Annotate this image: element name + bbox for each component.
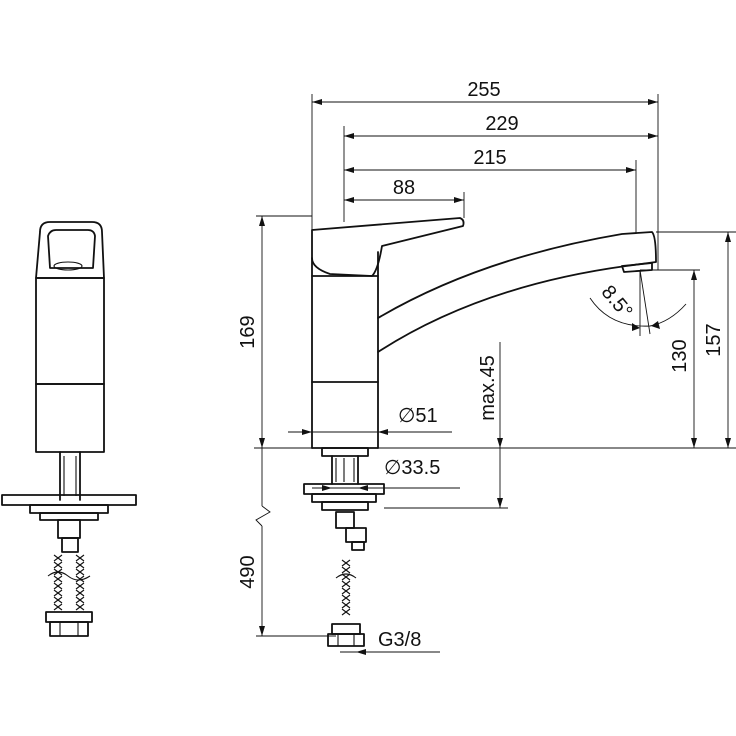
dimension-lines	[254, 94, 736, 655]
dim-88-label: 88	[393, 177, 415, 199]
dim-g3-8-label: G3/8	[378, 629, 421, 651]
dim-max-45-label: max.45	[477, 355, 499, 421]
dim-angle-label: 8.5°	[597, 281, 637, 323]
dim-215-label: 215	[473, 147, 506, 169]
dim-130-label: 130	[669, 339, 691, 372]
dim-255-label: 255	[467, 79, 500, 101]
dim-169-label: 169	[237, 315, 259, 348]
dim-490-label: 490	[237, 555, 259, 588]
side-view	[1, 221, 137, 637]
dim-diameter-33-5-label: ∅33.5	[384, 457, 440, 479]
dim-diameter-51-label: ∅51	[398, 405, 438, 427]
dim-229-label: 229	[485, 113, 518, 135]
dim-157-label: 157	[703, 323, 725, 356]
dimension-labels: 255 229 215 88 169 157 130 ∅51 ∅33.5 max…	[237, 79, 725, 651]
